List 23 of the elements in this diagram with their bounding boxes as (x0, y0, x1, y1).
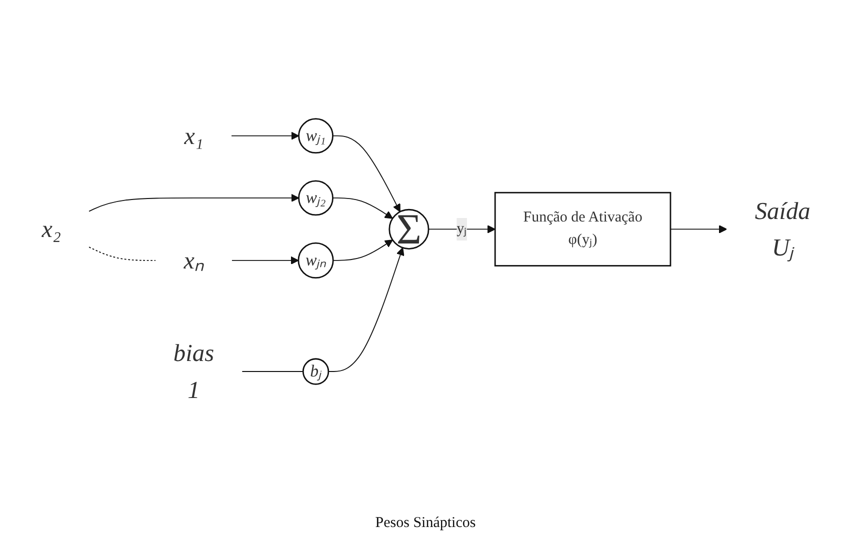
arrow (231, 256, 298, 264)
node-text: bias 1 (172, 339, 214, 404)
arrow (230, 131, 299, 140)
node-circle (297, 242, 334, 278)
node-circle (298, 118, 333, 154)
arrow (428, 224, 495, 233)
node-text: xₙ (183, 246, 204, 274)
arrow (332, 135, 400, 212)
node-box (494, 192, 671, 266)
node-circle (302, 358, 329, 385)
arrow (327, 247, 404, 372)
note-text: Pesos Sinápticos (375, 514, 476, 532)
node-circle (298, 180, 333, 216)
node-text: x₂ (41, 215, 60, 242)
connector (88, 246, 156, 261)
arrow (332, 197, 392, 219)
node-text: Saída Uⱼ (754, 196, 810, 261)
arrow (332, 239, 392, 261)
arrow (88, 194, 299, 212)
node-text: x₁ (184, 122, 203, 150)
arrow (670, 224, 727, 233)
connector (241, 370, 304, 372)
node-circle (388, 208, 429, 250)
